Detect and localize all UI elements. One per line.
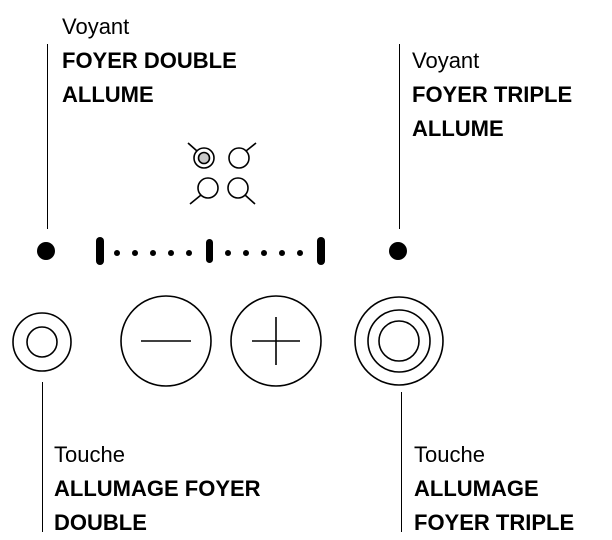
leader-line-bottom-right xyxy=(401,392,402,532)
scale-dot xyxy=(243,250,249,256)
zone-icon-bottom-right xyxy=(227,177,256,205)
label-caption: Touche xyxy=(54,442,125,467)
minus-key[interactable] xyxy=(120,295,212,387)
triple-zone-key[interactable] xyxy=(354,296,444,386)
scale-dot xyxy=(114,250,120,256)
label-line2: DOUBLE xyxy=(54,510,147,535)
label-touche-allumage-triple: Touche ALLUMAGE FOYER TRIPLE xyxy=(414,438,574,540)
label-line1: FOYER TRIPLE xyxy=(412,82,573,107)
label-caption: Voyant xyxy=(62,14,130,39)
zone-icon-bottom-left xyxy=(189,177,219,205)
scale-dot xyxy=(297,250,303,256)
label-voyant-foyer-triple: Voyant FOYER TRIPLE ALLUME xyxy=(412,44,572,146)
scale-major-mark xyxy=(96,237,104,265)
label-voyant-foyer-double: Voyant FOYER DOUBLE ALLUME xyxy=(62,10,237,112)
scale-dot xyxy=(279,250,285,256)
scale-dot xyxy=(132,250,138,256)
label-caption: Touche xyxy=(414,442,485,467)
label-line1: ALLUMAGE xyxy=(414,476,539,501)
label-touche-allumage-double: Touche ALLUMAGE FOYER DOUBLE xyxy=(54,438,261,540)
label-line1: FOYER DOUBLE xyxy=(62,48,237,73)
burner-zone-icons xyxy=(187,142,257,205)
label-line2: ALLUME xyxy=(62,82,154,107)
zone-icon-top-right xyxy=(228,142,257,169)
scale-dot xyxy=(186,250,192,256)
indicator-light-double xyxy=(37,242,55,260)
plus-key[interactable] xyxy=(230,295,322,387)
zone-icon-top-left xyxy=(187,142,215,169)
power-level-scale xyxy=(96,237,325,265)
label-caption: Voyant xyxy=(412,48,480,73)
leader-line-top-right xyxy=(399,44,400,229)
label-line2: ALLUME xyxy=(412,116,504,141)
scale-dot xyxy=(225,250,231,256)
scale-dot xyxy=(168,250,174,256)
label-line2: FOYER TRIPLE xyxy=(414,510,575,535)
double-zone-key[interactable] xyxy=(12,312,72,372)
plus-icon xyxy=(252,317,300,365)
scale-dot xyxy=(261,250,267,256)
scale-major-mark xyxy=(206,239,213,263)
scale-dot xyxy=(150,250,156,256)
scale-major-mark xyxy=(317,237,325,265)
leader-line-bottom-left xyxy=(42,382,43,532)
indicator-light-triple xyxy=(389,242,407,260)
leader-line-top-left xyxy=(47,44,48,229)
label-line1: ALLUMAGE FOYER xyxy=(54,476,261,501)
